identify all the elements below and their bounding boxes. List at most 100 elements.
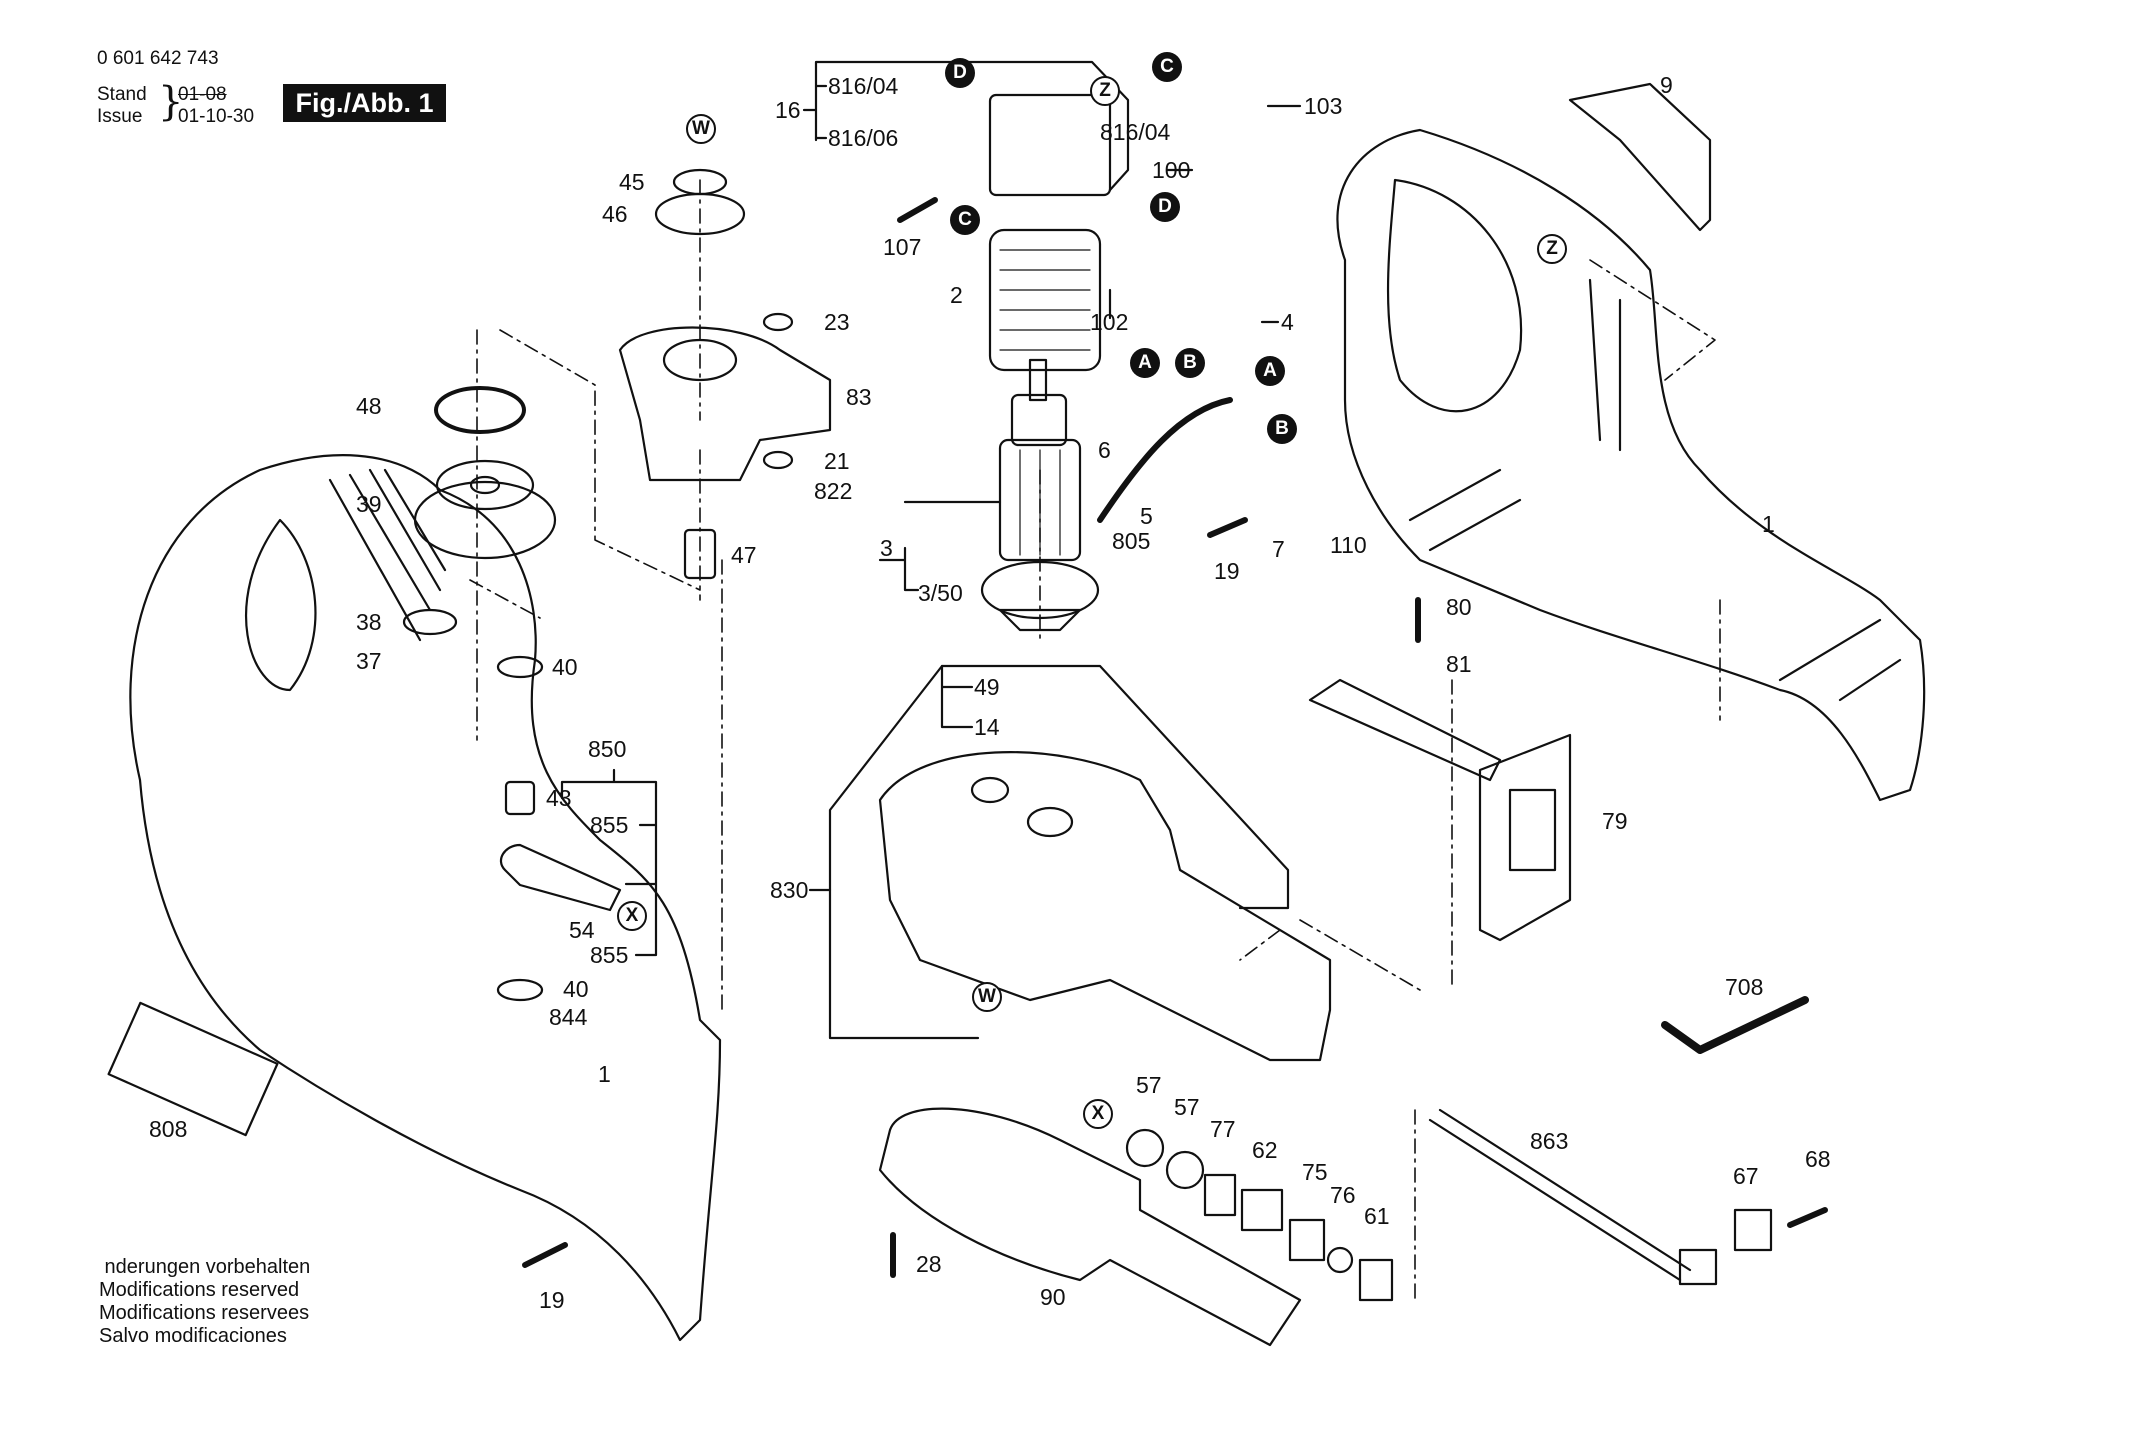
- label-1-right: 1: [1762, 511, 1775, 537]
- label-7: 7: [1272, 536, 1285, 562]
- washer-76: [1326, 1246, 1354, 1274]
- callout-d-top: D: [945, 58, 975, 88]
- label-100: 100: [1152, 157, 1191, 183]
- label-40-b: 40: [563, 976, 589, 1002]
- label-4: 4: [1281, 309, 1294, 335]
- footer-line-en: Modifications reserved: [99, 1279, 300, 1301]
- label-5: 5: [1140, 503, 1153, 529]
- screw-68: [1787, 1207, 1828, 1228]
- bearing-47: [683, 528, 717, 580]
- callout-b-right: B: [1267, 414, 1297, 444]
- screw-19-mid: [1207, 517, 1248, 538]
- callout-b-left: B: [1175, 348, 1205, 378]
- stator-part: [988, 228, 1102, 372]
- label-40-a: 40: [552, 654, 578, 680]
- label-39: 39: [356, 491, 382, 517]
- label-plate-808: [107, 1001, 279, 1137]
- modifications-notice: nderungen vorbehalten Modifications rese…: [99, 1256, 310, 1348]
- label-28: 28: [916, 1251, 942, 1277]
- label-16: 16: [775, 97, 801, 123]
- guide-rod-863: [1428, 1108, 1692, 1282]
- plate-83: [618, 326, 832, 482]
- screw-107: [897, 197, 938, 223]
- label-76: 76: [1330, 1182, 1356, 1208]
- label-855-a: 855: [590, 812, 629, 838]
- washer-21: [762, 450, 794, 470]
- footer-line-es: Salvo modificaciones: [99, 1325, 287, 1347]
- label-9: 9: [1660, 72, 1673, 98]
- label-863: 863: [1530, 1128, 1569, 1154]
- callout-a-left: A: [1130, 348, 1160, 378]
- shoe-79: [1308, 678, 1572, 942]
- label-38: 38: [356, 609, 382, 635]
- cover-plate-9: [1568, 82, 1712, 232]
- label-43: 43: [546, 785, 572, 811]
- callout-a-right: A: [1255, 356, 1285, 386]
- label-844: 844: [549, 1004, 588, 1030]
- label-3-50: 3/50: [918, 580, 963, 606]
- base-plate-90: [878, 1107, 1302, 1347]
- label-19-mid: 19: [1214, 558, 1240, 584]
- callout-d-mid: D: [1150, 192, 1180, 222]
- screw-19-left: [522, 1242, 568, 1268]
- part-number: 0 601 642 743: [97, 48, 219, 69]
- label-1-left: 1: [598, 1061, 611, 1087]
- label-2: 2: [950, 282, 963, 308]
- label-816-06: 816/06: [828, 125, 899, 151]
- label-90: 90: [1040, 1284, 1066, 1310]
- needle-bearing-43: [504, 780, 536, 816]
- clamp-67: [1733, 1208, 1773, 1252]
- bearing-57-a: [1125, 1128, 1165, 1168]
- label-822: 822: [814, 478, 853, 504]
- label-47: 47: [731, 542, 757, 568]
- gearbox-housing: [878, 751, 1332, 1062]
- rod-block: [1678, 1248, 1718, 1286]
- power-cord-6: [1097, 397, 1233, 523]
- block-62: [1240, 1188, 1284, 1232]
- leader-lines: [469, 60, 1721, 1301]
- brush-holder-part: [988, 93, 1112, 197]
- washer-40-a: [496, 655, 544, 679]
- figure-label: Fig./Abb. 1: [283, 84, 446, 122]
- hex-key-708: [1661, 996, 1809, 1054]
- washer-40-b: [496, 978, 544, 1002]
- callout-x-lever: X: [617, 901, 647, 931]
- label-54: 54: [569, 917, 595, 943]
- label-68: 68: [1805, 1146, 1831, 1172]
- label-79: 79: [1602, 808, 1628, 834]
- stand-label: Stand: [97, 84, 147, 105]
- label-816-04-b: 816/04: [1100, 119, 1171, 145]
- lever-850: [499, 843, 622, 912]
- callout-c-left: C: [950, 205, 980, 235]
- label-57-b: 57: [1174, 1094, 1200, 1120]
- o-ring-48: [434, 386, 526, 434]
- left-housing-part: [129, 454, 722, 1342]
- label-57-a: 57: [1136, 1072, 1162, 1098]
- label-110: 110: [1330, 532, 1367, 558]
- label-805: 805: [1112, 528, 1151, 554]
- plate-75: [1288, 1218, 1326, 1262]
- plate-77: [1203, 1173, 1237, 1217]
- label-83: 83: [846, 384, 872, 410]
- label-45: 45: [619, 169, 645, 195]
- label-77: 77: [1210, 1116, 1236, 1142]
- gear-39: [413, 459, 557, 560]
- label-23: 23: [824, 309, 850, 335]
- old-date: 01-08: [178, 84, 227, 105]
- label-855-b: 855: [590, 942, 629, 968]
- washer-23: [762, 312, 794, 332]
- label-80: 80: [1446, 594, 1472, 620]
- callout-w-top: W: [686, 114, 716, 144]
- label-850: 850: [588, 736, 627, 762]
- washer-46: [654, 192, 746, 236]
- label-46: 46: [602, 201, 628, 227]
- label-830: 830: [770, 877, 809, 903]
- plate-61: [1358, 1258, 1394, 1302]
- bearing-57-b: [1165, 1150, 1205, 1190]
- label-67: 67: [1733, 1163, 1759, 1189]
- armature-part: [980, 358, 1100, 632]
- right-housing-part: [1336, 128, 1926, 802]
- label-75: 75: [1302, 1159, 1328, 1185]
- label-81: 81: [1446, 651, 1472, 677]
